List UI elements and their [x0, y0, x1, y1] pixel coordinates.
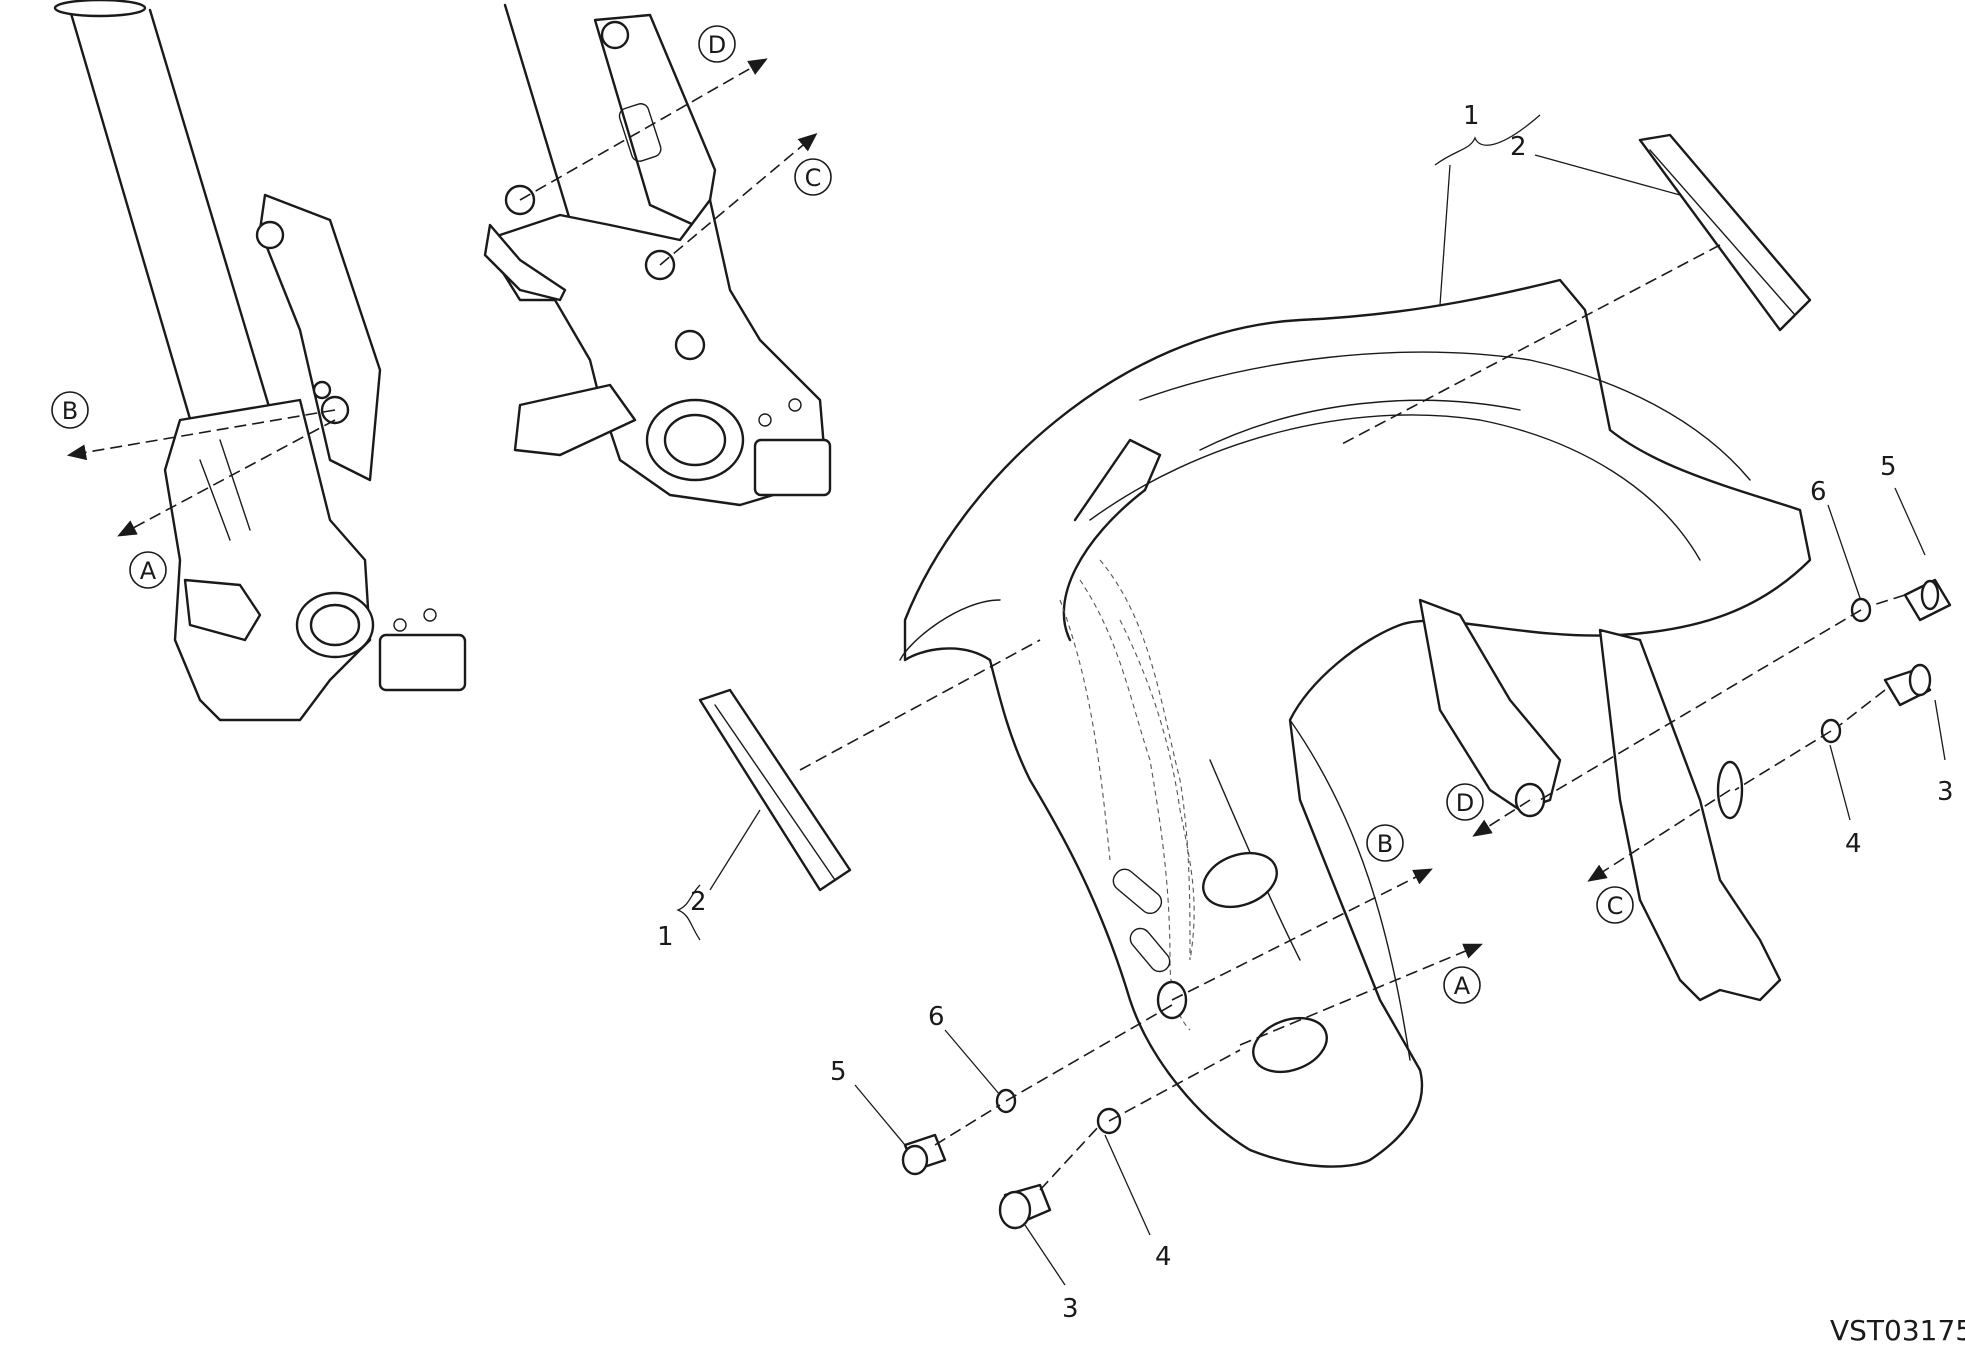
callout-5-bottom: 5 — [830, 1057, 847, 1087]
callout-2-top: 2 — [1510, 132, 1527, 162]
marker-a-fender: A — [1443, 966, 1481, 1004]
right-fork-leg — [483, 3, 832, 507]
connection-lines — [66, 58, 1906, 1191]
callout-1-left: 1 — [657, 922, 674, 952]
leader-lines — [676, 114, 1946, 1286]
svg-text:A: A — [140, 557, 157, 585]
callout-4-right: 4 — [1845, 829, 1862, 859]
pad-left — [698, 688, 852, 892]
svg-text:C: C — [805, 164, 822, 192]
marker-b-left: B — [51, 391, 89, 429]
svg-text:D: D — [1456, 789, 1474, 817]
svg-text:D: D — [708, 31, 726, 59]
callout-4-bottom: 4 — [1155, 1242, 1172, 1272]
marker-b-fender: B — [1366, 824, 1404, 862]
callout-6-bottom: 6 — [928, 1002, 945, 1032]
marker-d-fender: D — [1446, 783, 1484, 821]
hardware-right — [1820, 578, 1952, 744]
callout-6-right: 6 — [1810, 477, 1827, 507]
hardware-bottom — [901, 1088, 1122, 1230]
pad-top-right — [1638, 133, 1812, 332]
svg-text:A: A — [1454, 972, 1471, 1000]
callout-3-bottom: 3 — [1062, 1294, 1079, 1324]
svg-text:B: B — [62, 397, 78, 425]
front-fender — [899, 278, 1812, 1168]
callout-5-right: 5 — [1880, 452, 1897, 482]
drawing-code: VST03175 — [1830, 1314, 1965, 1347]
callout-1-top: 1 — [1463, 101, 1480, 131]
connection-markers: B A D C B A D C — [51, 25, 1634, 1004]
svg-text:B: B — [1377, 830, 1393, 858]
callout-2-left: 2 — [690, 887, 707, 917]
svg-text:C: C — [1607, 892, 1624, 920]
marker-a-left: A — [129, 551, 167, 589]
marker-d-top: D — [698, 25, 736, 63]
callout-numbers: 1 2 2 1 6 5 4 3 6 5 4 3 — [657, 101, 1954, 1324]
left-fork-leg — [53, 0, 467, 722]
marker-c-top: C — [794, 158, 832, 196]
marker-c-fender: C — [1596, 886, 1634, 924]
callout-3-right: 3 — [1937, 777, 1954, 807]
